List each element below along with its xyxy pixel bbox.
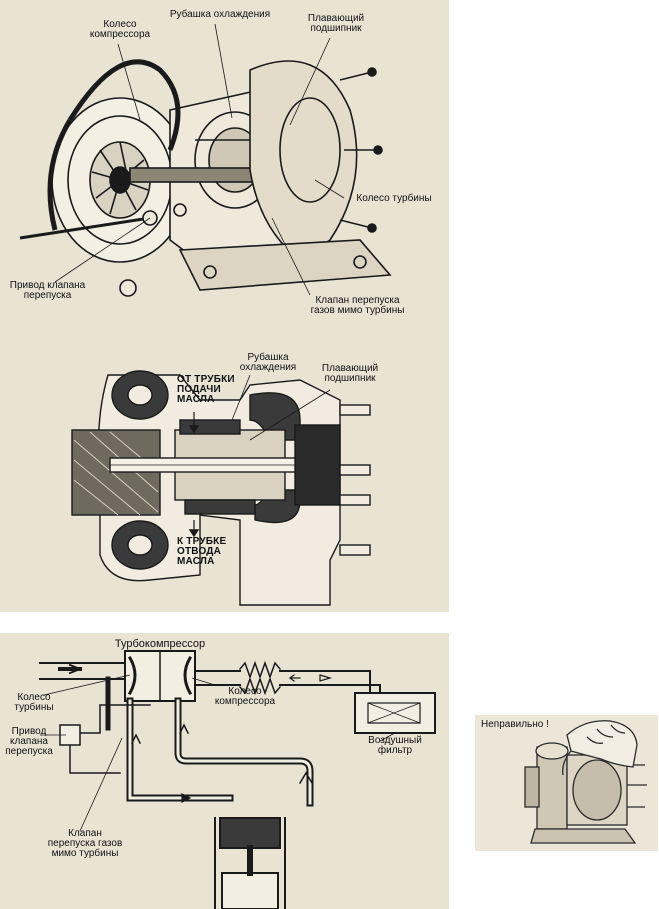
label-cooling-jacket: Рубашка охлаждения (169, 9, 271, 20)
turbo-illustration-panel: Колесо компрессора Рубашка охлаждения Пл… (0, 0, 449, 612)
photo-caption: Неправильно ! (481, 719, 549, 730)
schematic-title: Турбокомпрессор (114, 638, 206, 650)
turbo-illustration-drawing (19, 23, 392, 297)
label-compressor-wheel: Колесо компрессора (89, 19, 151, 40)
turbo-cross-section-drawing (71, 370, 371, 606)
schematic-label-compressor-wheel: Колесо компрессора (214, 686, 276, 707)
section-label-oil-out: К ТРУБКЕ ОТВОДА МАСЛА (177, 536, 227, 567)
section-label-floating-bearing: Плавающий подшипник (321, 363, 379, 384)
wrong-handling-photo (524, 720, 647, 844)
section-label-cooling-jacket: Рубашка охлаждения (239, 352, 297, 373)
schematic-label-wastegate-valve: Клапан перепуска газов мимо турбины (47, 828, 123, 859)
label-wastegate-actuator: Привод клапана перепуска (9, 280, 86, 301)
section-label-oil-in: ОТ ТРУБКИ ПОДАЧИ МАСЛА (177, 374, 235, 405)
turbo-schematic-drawing (39, 650, 436, 909)
schematic-label-air-filter: Воздушный фильтр (368, 735, 422, 756)
schematic-label-turbine-wheel: Колесо турбины (14, 692, 54, 713)
label-turbine-wheel: Колесо турбины (356, 193, 432, 204)
wrong-handling-photo-panel: Неправильно ! (475, 715, 658, 851)
label-wastegate-valve: Клапан перепуска газов мимо турбины (310, 295, 405, 316)
label-floating-bearing: Плавающий подшипник (307, 13, 365, 34)
schematic-label-wastegate-actuator: Привод клапана перепуска (5, 726, 53, 757)
turbo-schematic-panel: Турбокомпрессор Колесо турбины Колесо ко… (0, 633, 449, 909)
